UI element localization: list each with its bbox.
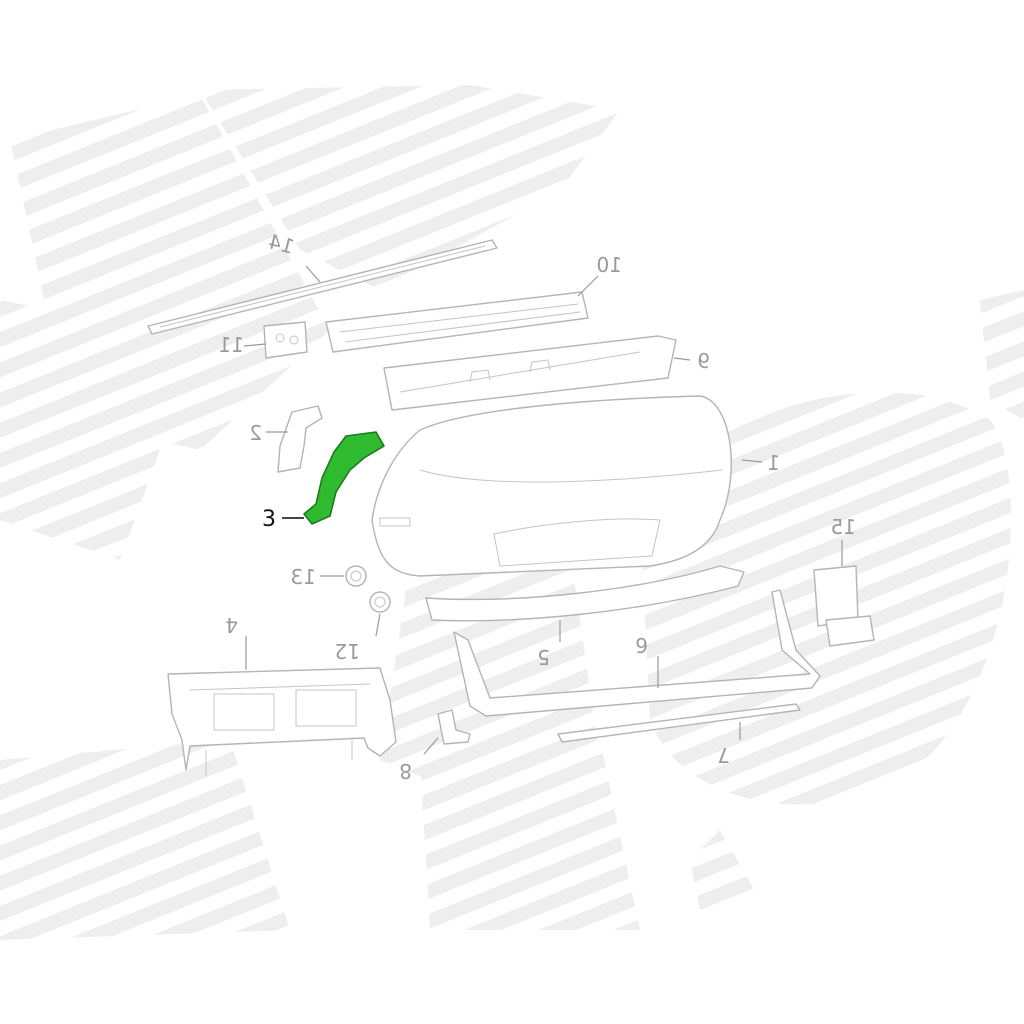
part-13-ring (345, 565, 367, 587)
part-3-guide-bracket (303, 431, 385, 525)
part-2-side-bracket (277, 405, 323, 473)
callout-2: 2 (249, 421, 262, 445)
part-1-bumper-cover (371, 395, 732, 577)
part-11-bracket (263, 321, 308, 359)
callout-8: 8 (399, 759, 412, 783)
part-4-carrier (167, 667, 397, 776)
part-6-lower-trim (453, 589, 821, 717)
callout-1: 1 (767, 451, 780, 475)
part-15-sensor (813, 565, 875, 647)
callout-5: 5 (537, 645, 550, 669)
callout-12: 12 (335, 639, 360, 663)
callouts: 14 10 11 9 2 1 3 15 13 4 12 5 6 7 8 (219, 229, 856, 783)
callout-15: 15 (831, 515, 856, 539)
part-8-small-bracket (437, 709, 471, 745)
part-5-spoiler (425, 565, 745, 622)
callout-11: 11 (219, 333, 244, 357)
part-9-absorber (383, 335, 677, 411)
callout-9: 9 (697, 349, 710, 373)
leader-lines (243, 265, 843, 755)
callout-3: 3 (262, 507, 276, 532)
callout-13: 13 (291, 565, 316, 589)
callout-7: 7 (717, 743, 730, 767)
part-14-trim-strip (147, 239, 498, 335)
part-12-ring (369, 591, 391, 613)
callout-10: 10 (597, 253, 622, 277)
callout-4: 4 (225, 613, 238, 637)
part-7-moulding (557, 703, 801, 743)
part-10-reinforcement (325, 291, 589, 353)
callout-14: 14 (266, 229, 297, 258)
callout-6: 6 (635, 633, 648, 657)
